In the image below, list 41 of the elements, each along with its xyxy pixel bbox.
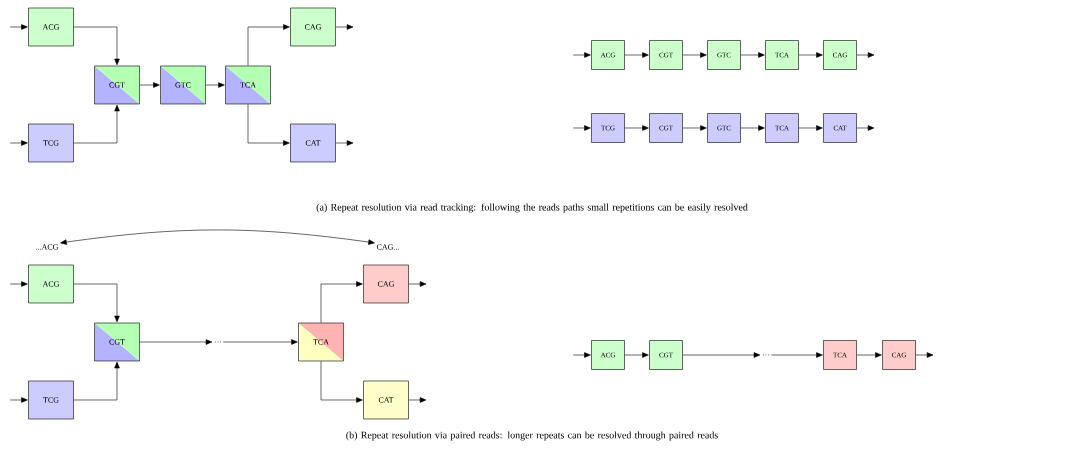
arrow xyxy=(335,140,354,146)
arrow xyxy=(856,125,875,131)
arrow xyxy=(73,283,120,323)
arrow xyxy=(572,52,591,58)
arrow xyxy=(139,339,213,345)
arrow xyxy=(624,52,649,58)
arrow xyxy=(572,352,591,358)
arrow xyxy=(682,52,707,58)
arrow xyxy=(139,82,160,88)
arrow xyxy=(9,397,28,403)
arrow xyxy=(915,352,934,358)
arrow xyxy=(335,24,354,30)
arrow xyxy=(740,52,765,58)
caption: (a) Repeat resolution via read tracking: following the reads paths small repetitions can be easily resolved xyxy=(316,203,748,213)
arrow xyxy=(320,281,363,323)
arrow xyxy=(223,339,298,345)
arrow xyxy=(247,24,290,66)
arrow xyxy=(856,352,882,358)
arrow xyxy=(740,125,765,131)
caption: (b) Repeat resolution via paired reads: longer repeats can be resolved through paired reads xyxy=(346,431,718,441)
arrow xyxy=(572,125,591,131)
arrow xyxy=(9,24,28,30)
arrow xyxy=(247,104,290,146)
arrow xyxy=(798,125,823,131)
arrow xyxy=(408,281,427,287)
arrow xyxy=(771,352,823,358)
arrow xyxy=(408,397,427,403)
arrow xyxy=(856,52,875,58)
arrow xyxy=(205,82,225,88)
arrow xyxy=(60,229,375,245)
arrow xyxy=(624,125,649,131)
arrow xyxy=(9,140,28,146)
arrow xyxy=(73,26,120,66)
arrow xyxy=(798,52,823,58)
arrow xyxy=(682,352,761,358)
arrow xyxy=(73,361,120,401)
arrow xyxy=(682,125,707,131)
arrow xyxy=(9,281,28,287)
arrow xyxy=(624,352,649,358)
arrow xyxy=(320,361,363,403)
arrow xyxy=(73,104,120,144)
